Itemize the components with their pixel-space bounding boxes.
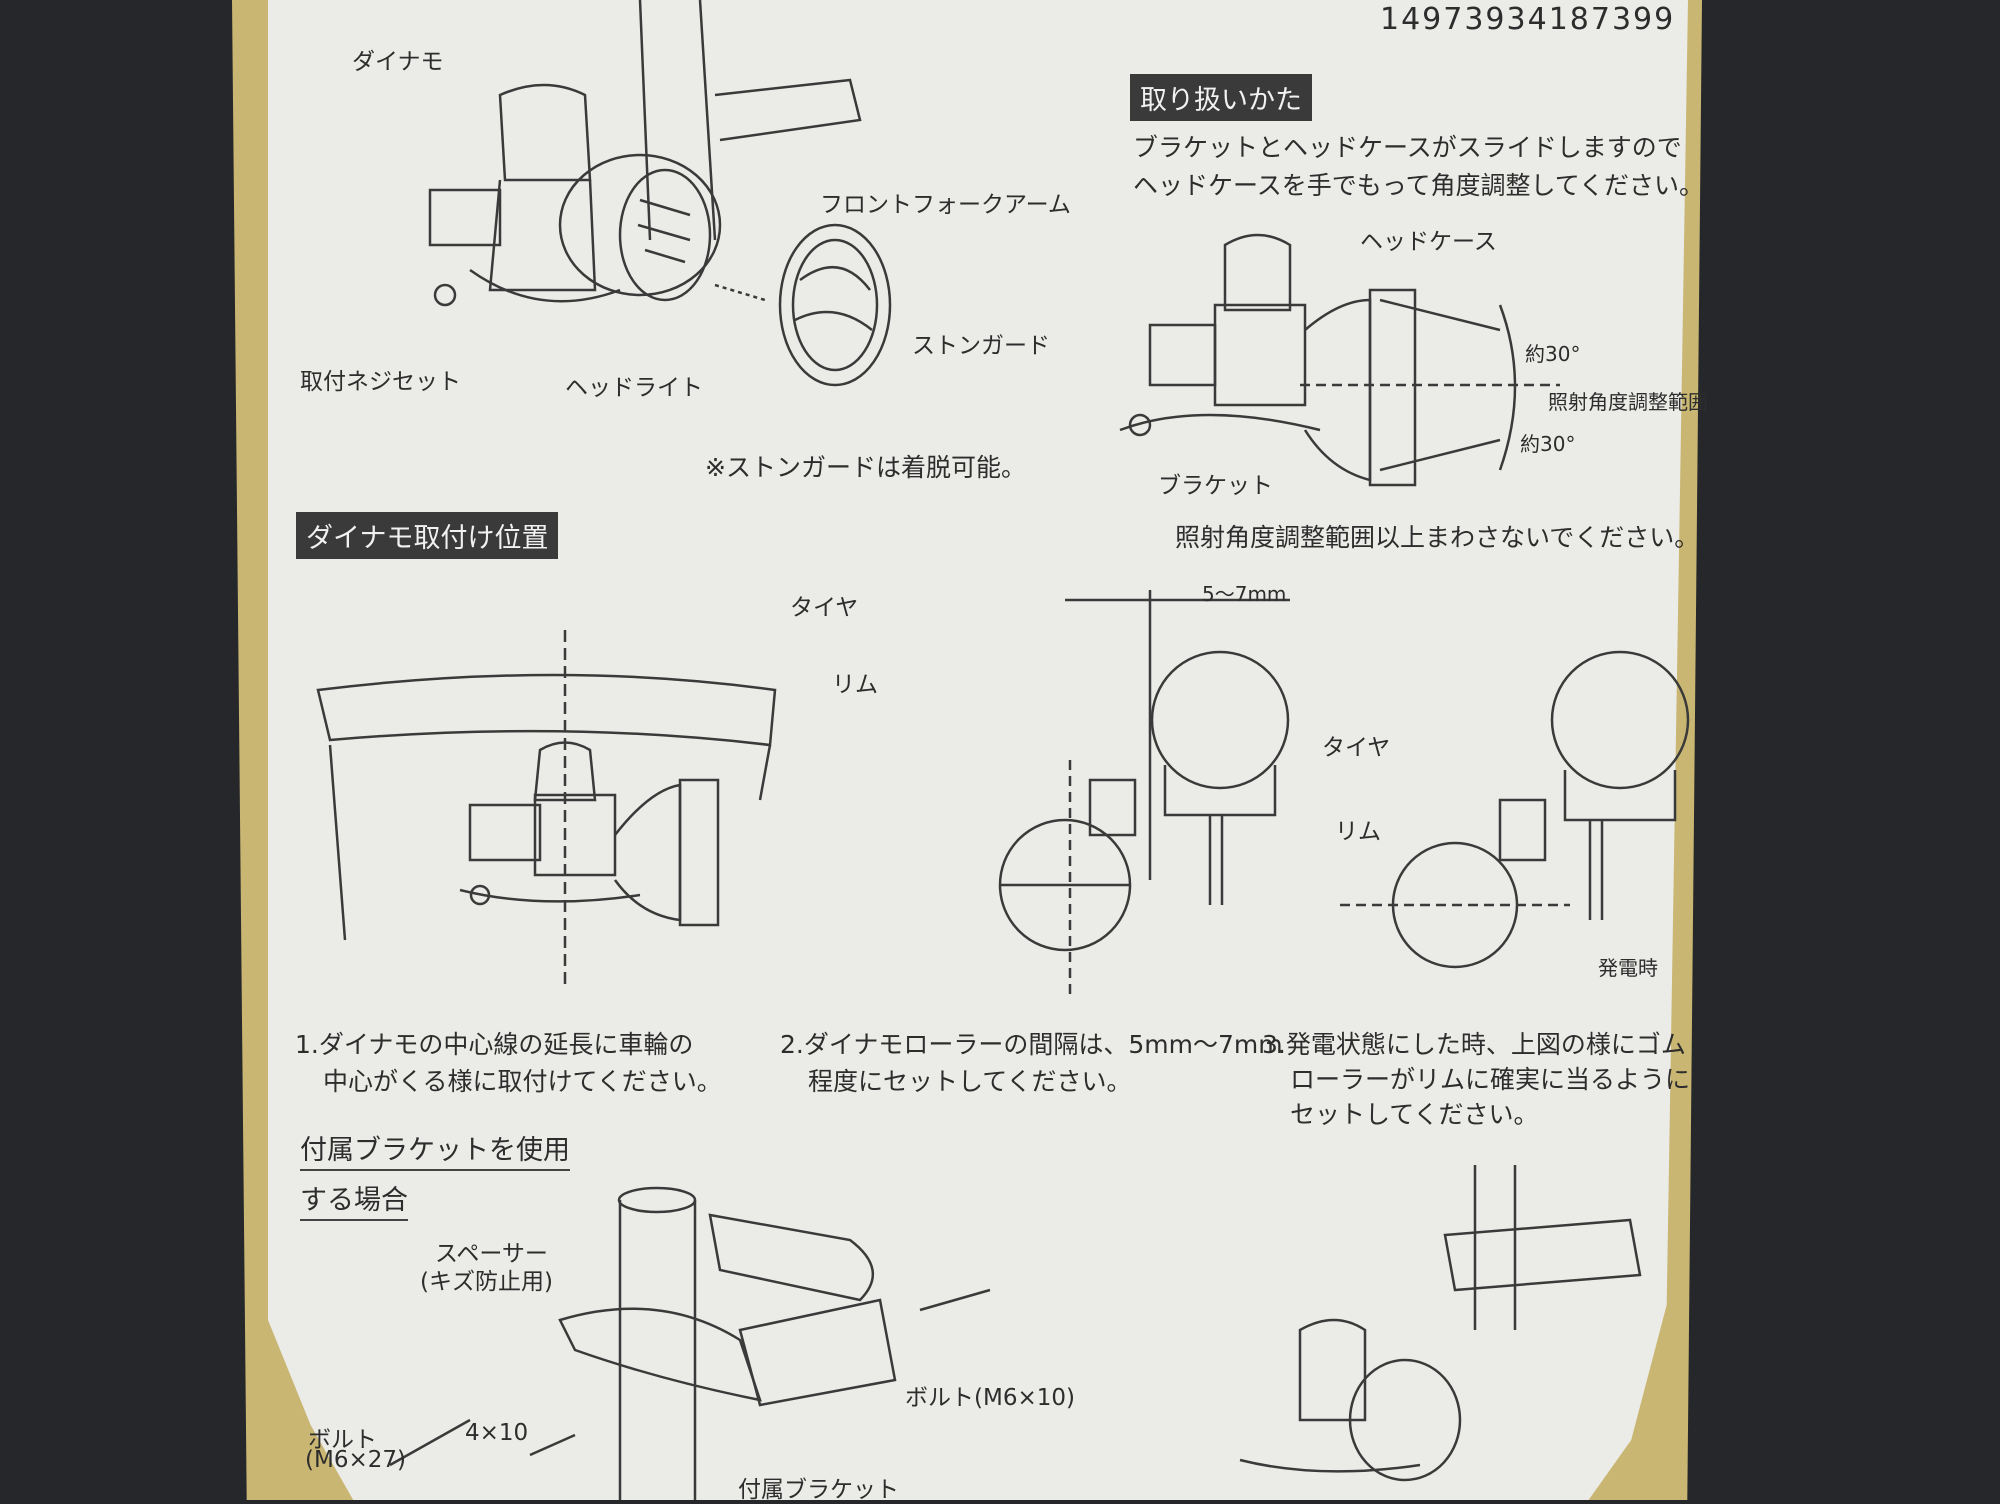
label-bolt: ボルト xyxy=(308,1427,377,1453)
instruction-sheet xyxy=(268,0,1688,1500)
label-spacer-purpose: (キズ防止用) xyxy=(420,1269,553,1295)
step-3-line-1: 3.発電状態にした時、上図の様にゴム xyxy=(1262,1030,1686,1059)
bracket-mount-illustration xyxy=(389,1165,1642,1500)
heading-dynamo-position: ダイナモ取付け位置 xyxy=(296,512,559,559)
label-angle-range: 照射角度調整範囲 xyxy=(1548,390,1708,414)
heading-handling: 取り扱いかた xyxy=(1130,74,1312,121)
label-tire-section: タイヤ xyxy=(1322,735,1391,761)
label-rim: リム xyxy=(832,672,878,698)
label-tire: タイヤ xyxy=(790,595,859,621)
label-dynamo: ダイナモ xyxy=(352,49,444,75)
label-size-4x10: 4×10 xyxy=(465,1420,529,1446)
barcode-number: 14973934187399 xyxy=(1380,2,1676,37)
step-2-line-2: 程度にセットしてください。 xyxy=(808,1067,1132,1096)
step-2-line-1: 2.ダイナモローラーの間隔は、5mm〜7mm xyxy=(780,1030,1283,1059)
label-bolt-m6x10: ボルト(M6×10) xyxy=(905,1385,1075,1411)
label-spacer: スペーサー xyxy=(435,1241,548,1267)
label-bolt-m6x27: (M6×27) xyxy=(305,1447,406,1473)
label-rim-section: リム xyxy=(1335,819,1381,845)
stone-guard-note: ※ストンガードは着脱可能。 xyxy=(705,453,1026,482)
angle-adjust-illustration xyxy=(1119,233,1560,487)
handling-line-1: ブラケットとヘッドケースがスライドしますので xyxy=(1133,133,1682,162)
dynamo-headlight-illustration xyxy=(428,0,892,387)
label-screw-set: 取付ネジセット xyxy=(300,369,461,395)
label-stone-guard: ストンガード xyxy=(912,333,1050,359)
label-headlight: ヘッドライト xyxy=(565,375,703,401)
step-1-line-2: 中心がくる様に取付けてください。 xyxy=(323,1067,722,1096)
step-3-line-2: ローラーがリムに確実に当るように xyxy=(1290,1065,1691,1094)
handling-warning: 照射角度調整範囲以上まわさないでください。 xyxy=(1175,523,1700,552)
step-1-line-1: 1.ダイナモの中心線の延長に車輪の xyxy=(295,1030,694,1059)
heading-bracket-2: する場合 xyxy=(300,1178,408,1221)
label-generating: 発電時 xyxy=(1598,956,1658,980)
label-angle-top: 約30° xyxy=(1525,342,1581,366)
heading-bracket-1: 付属ブラケットを使用 xyxy=(300,1128,570,1171)
step-3-line-3: セットしてください。 xyxy=(1290,1100,1539,1129)
label-headcase: ヘッドケース xyxy=(1360,229,1497,255)
wheel-position-illustration xyxy=(316,630,777,990)
roller-gap-illustration xyxy=(998,590,1690,1000)
label-bracket: ブラケット xyxy=(1158,473,1273,499)
label-included-bracket: 付属ブラケット xyxy=(738,1477,899,1503)
label-angle-bottom: 約30° xyxy=(1520,432,1576,456)
label-gap: 5〜7mm xyxy=(1202,582,1287,606)
handling-line-2: ヘッドケースを手でもって角度調整してください。 xyxy=(1133,171,1705,200)
label-fork-arm: フロントフォークアーム xyxy=(820,192,1071,218)
